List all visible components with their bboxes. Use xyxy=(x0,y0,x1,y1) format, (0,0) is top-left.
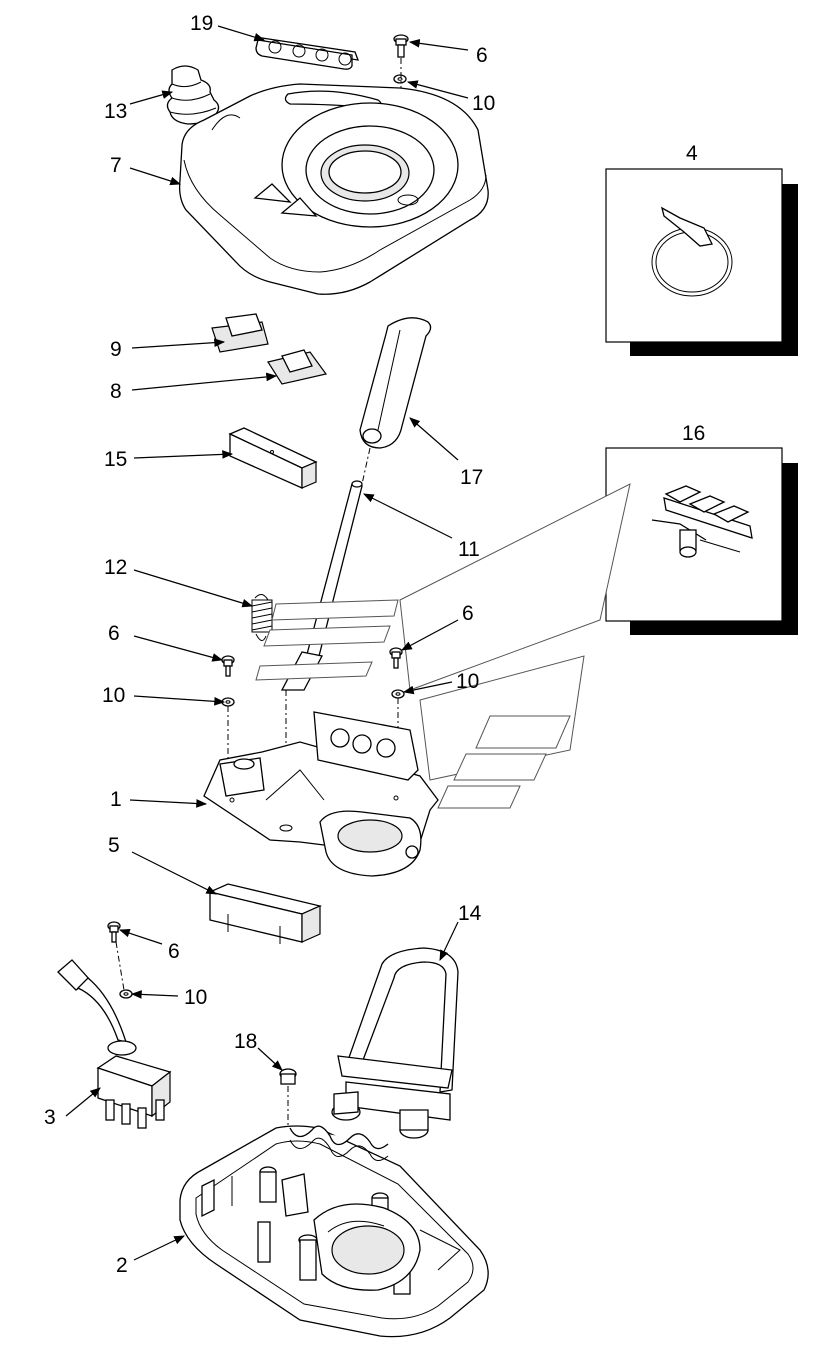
callout-10-left: 10 xyxy=(102,684,125,707)
callout-13: 13 xyxy=(104,100,127,123)
background-stripe-graphic xyxy=(255,483,631,809)
part-10-washer-top xyxy=(393,74,407,84)
part-13-rubber-boot xyxy=(166,65,220,125)
part-5-switch xyxy=(207,883,323,944)
part-7-top-cover xyxy=(178,83,489,295)
inset-4-hose-clamp xyxy=(605,168,798,356)
callout-17: 17 xyxy=(460,466,483,489)
callout-15: 15 xyxy=(104,448,127,471)
part-6-screw-top xyxy=(393,34,409,58)
callout-4: 4 xyxy=(686,142,698,165)
part-17-handle-knob xyxy=(359,317,432,449)
part-14-u-bracket xyxy=(331,947,459,1139)
part-1-base-plate xyxy=(203,711,439,877)
callout-7: 7 xyxy=(110,154,122,177)
part-10-washer-switch xyxy=(119,989,133,999)
part-12-spring xyxy=(251,594,273,641)
part-9-pad xyxy=(211,313,269,353)
callout-14: 14 xyxy=(458,902,482,925)
part-10-washer-right xyxy=(391,689,405,699)
callout-2: 2 xyxy=(116,1254,128,1277)
part-19-label-strip xyxy=(255,37,359,70)
part-3-toggle-switch xyxy=(57,959,172,1129)
callout-6-left: 6 xyxy=(108,622,120,645)
part-8-pad xyxy=(267,349,328,385)
callout-9: 9 xyxy=(110,338,122,361)
callout-6-switch: 6 xyxy=(168,940,180,963)
callout-6-top: 6 xyxy=(476,44,488,67)
callout-10-switch: 10 xyxy=(184,986,207,1009)
callout-5: 5 xyxy=(108,834,120,857)
inset-16-clip xyxy=(605,447,798,635)
callout-18: 18 xyxy=(234,1030,257,1053)
callout-10-top: 10 xyxy=(472,92,495,115)
leader-lines xyxy=(65,25,469,1261)
part-6-screw-left xyxy=(221,655,235,677)
callout-3: 3 xyxy=(44,1106,56,1129)
part-6-screw-right xyxy=(389,647,403,669)
callout-16: 16 xyxy=(682,422,705,445)
part-11-lever-rod xyxy=(280,480,363,691)
callout-8: 8 xyxy=(110,380,122,403)
part-6-screw-switch xyxy=(107,921,121,943)
part-18-plug xyxy=(279,1068,297,1085)
callout-19: 19 xyxy=(190,12,213,35)
callout-6-right: 6 xyxy=(462,602,474,625)
callout-12: 12 xyxy=(104,556,127,579)
callout-11: 11 xyxy=(458,538,480,561)
callout-1: 1 xyxy=(110,788,122,811)
part-2-bottom-housing xyxy=(179,1125,489,1338)
callout-10-right: 10 xyxy=(456,670,479,693)
part-15-switch-module xyxy=(228,427,318,490)
